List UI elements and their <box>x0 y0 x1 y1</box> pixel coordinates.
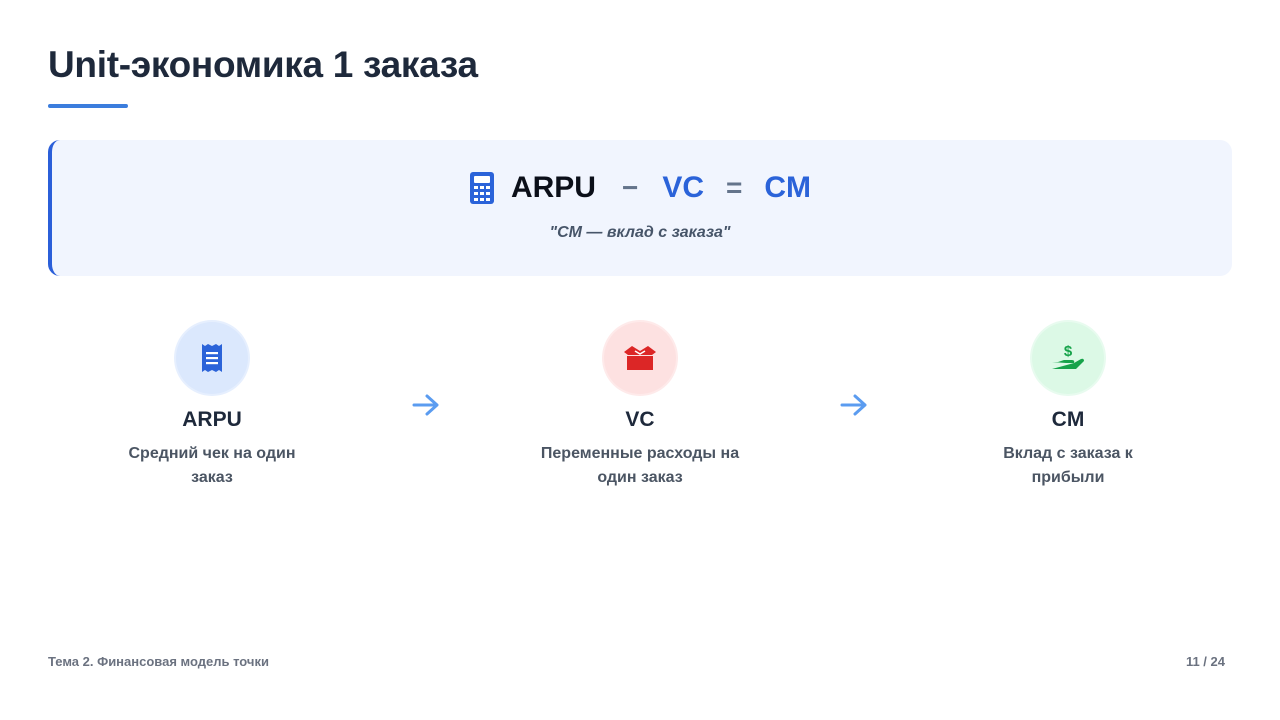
svg-text:$: $ <box>1064 343 1073 360</box>
card-arpu: ARPU Средний чек на один заказ <box>62 322 362 490</box>
card-title: ARPU <box>182 408 242 431</box>
arrow-right-icon <box>840 394 867 416</box>
card-description: Средний чек на один заказ <box>128 445 296 486</box>
hand-dollar-icon: $ <box>1052 343 1084 369</box>
formula-term-vc: VC <box>662 171 705 204</box>
formula-minus: − <box>621 172 639 203</box>
card-title: VC <box>625 408 655 431</box>
formula-panel <box>48 140 1232 276</box>
card-icon-circle: $ <box>1032 322 1104 394</box>
card-vc: VC Переменные расходы на один заказ <box>490 322 790 490</box>
card-icon-circle <box>604 322 676 394</box>
formula-equals: = <box>726 172 743 203</box>
page-number: 11 / 24 <box>1185 654 1225 669</box>
formula-term-cm: CM <box>764 171 812 204</box>
arrow-right-icon <box>412 394 439 416</box>
formula: ARPU − VC = CM <box>0 166 1280 210</box>
footer-topic: Тема 2. Финансовая модель точки <box>48 654 269 669</box>
box-open-icon <box>624 346 656 370</box>
card-description: Переменные расходы на один заказ <box>540 445 740 486</box>
slide-title: Unit-экономика 1 заказа <box>48 44 478 85</box>
card-title: CM <box>1051 408 1085 431</box>
card-cm: $ CM Вклад с заказа к прибыли <box>918 322 1218 490</box>
formula-quote: "CM — вклад с заказа" <box>549 224 731 241</box>
calculator-icon <box>469 172 494 204</box>
formula-term-arpu: ARPU <box>510 171 596 204</box>
card-description: Вклад с заказа к прибыли <box>1003 445 1133 486</box>
title-underline <box>48 104 128 108</box>
receipt-icon <box>202 344 222 372</box>
card-icon-circle <box>176 322 248 394</box>
